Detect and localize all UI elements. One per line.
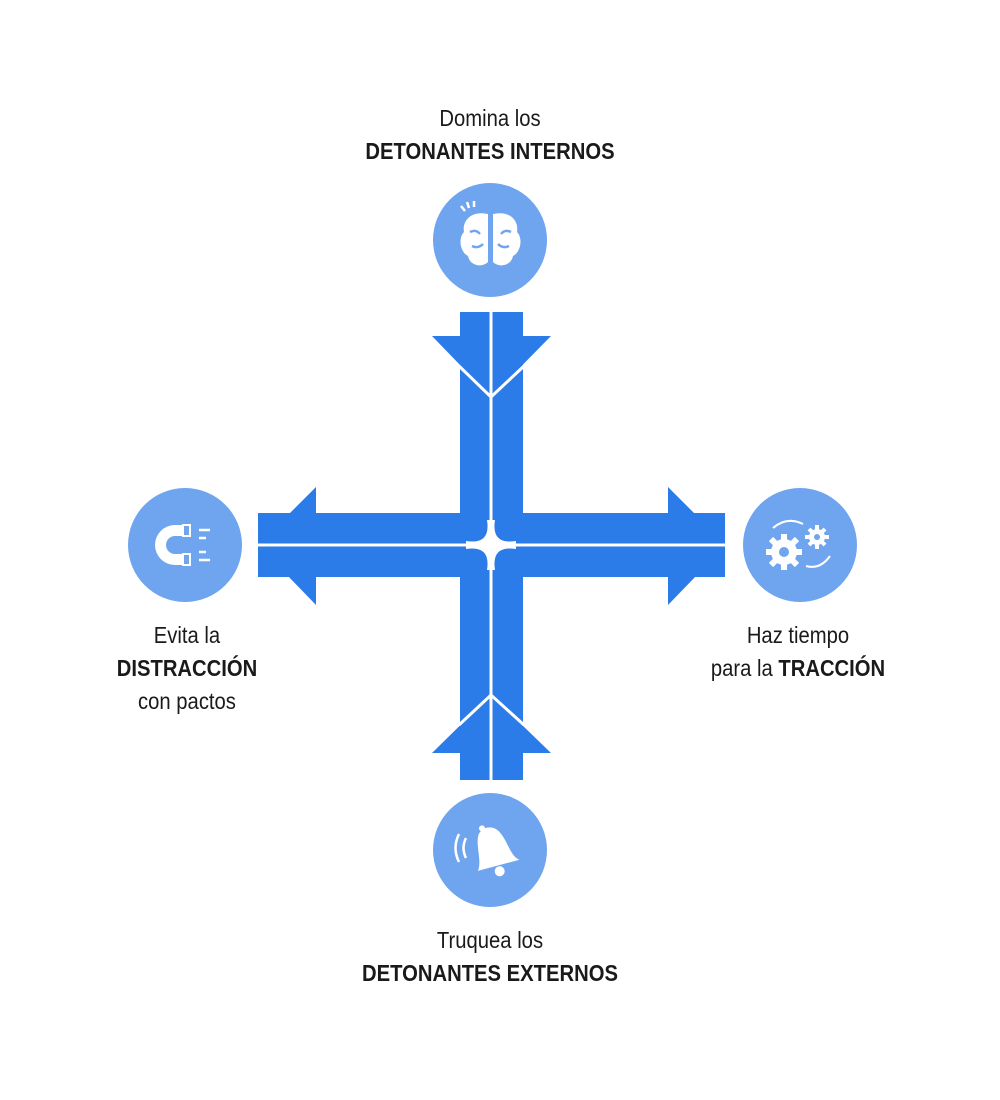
label-top-line1: Domina los	[439, 105, 541, 131]
label-top: Domina los DETONANTES INTERNOS	[365, 102, 614, 168]
inner-corners	[455, 508, 516, 570]
label-bottom: Truquea los DETONANTES EXTERNOS	[362, 924, 618, 990]
center-star	[466, 520, 516, 570]
brain-icon	[460, 201, 521, 266]
label-left-line3: con pactos	[138, 688, 236, 714]
circle-right	[743, 488, 857, 602]
label-right: Haz tiempo para la TRACCIÓN	[711, 619, 885, 685]
circle-top	[433, 183, 547, 297]
circle-left	[128, 488, 242, 602]
node-bottom	[433, 793, 547, 907]
magnet-icon	[155, 524, 210, 566]
label-left-bold: DISTRACCIÓN	[116, 655, 258, 681]
label-bottom-line1: Truquea los	[436, 927, 544, 953]
label-right-prefix: para la	[710, 655, 779, 681]
bell-icon	[454, 825, 520, 877]
label-right-line1: Haz tiempo	[746, 622, 850, 648]
gears-icon	[766, 519, 831, 570]
label-bottom-bold: DETONANTES EXTERNOS	[361, 960, 619, 986]
node-left	[128, 488, 242, 602]
node-top	[433, 183, 547, 297]
label-left-line1: Evita la	[153, 622, 221, 648]
label-left: Evita la DISTRACCIÓN con pactos	[117, 619, 258, 718]
label-top-bold: DETONANTES INTERNOS	[365, 138, 615, 164]
label-right-bold: TRACCIÓN	[778, 655, 886, 681]
node-right	[743, 488, 857, 602]
